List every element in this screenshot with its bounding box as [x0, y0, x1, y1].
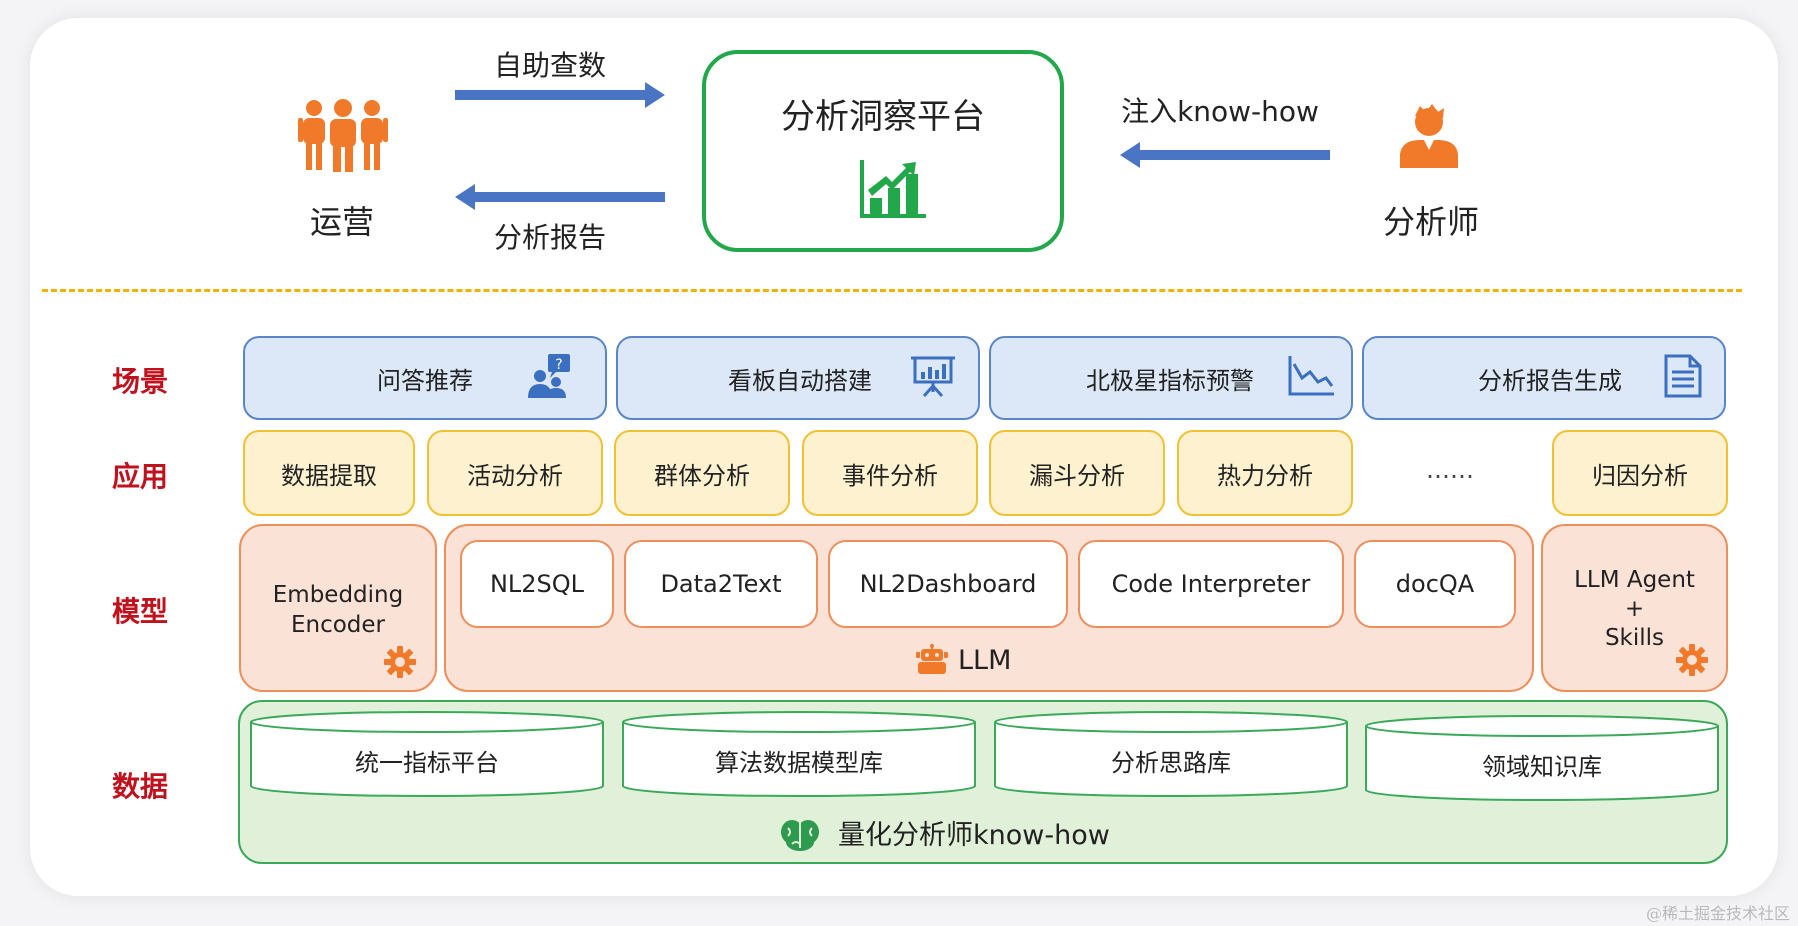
scene-label: 问答推荐 [377, 366, 473, 395]
qa-icon: ? [528, 354, 570, 398]
database-label: 领域知识库 [1482, 752, 1602, 781]
llm-item: Data2Text [624, 540, 818, 628]
row-label-data: 数据 [111, 770, 168, 803]
analyst-icon [1400, 104, 1458, 168]
app-card: 热力分析 [1177, 430, 1353, 516]
document-icon [1664, 354, 1702, 398]
database-cylinder [250, 711, 604, 797]
llm-item: docQA [1354, 540, 1516, 628]
database-label: 统一指标平台 [355, 748, 499, 777]
svg-text:?: ? [555, 357, 562, 373]
database-label: 算法数据模型库 [715, 748, 883, 777]
llm-label: LLM [958, 645, 1012, 676]
app-card: 数据提取 [243, 430, 415, 516]
brain-icon [781, 820, 819, 851]
insight-platform-box [702, 50, 1064, 252]
presentation-board-icon [911, 356, 955, 398]
app-card: 群体分析 [614, 430, 790, 516]
row-label-app: 应用 [111, 460, 168, 493]
declining-chart-icon [1288, 356, 1334, 396]
arrow-left-icon [455, 184, 665, 210]
growth-chart-icon [860, 160, 926, 218]
self-query-label: 自助查数 [493, 49, 606, 82]
section-divider [42, 289, 1742, 292]
app-card: 活动分析 [427, 430, 603, 516]
scene-card [1362, 336, 1726, 420]
llm-item: Code Interpreter [1078, 540, 1344, 628]
inject-label: 注入know-how [1121, 95, 1319, 128]
scene-card [989, 336, 1353, 420]
row-label-model: 模型 [111, 595, 168, 628]
platform-title: 分析洞察平台 [781, 96, 985, 137]
scene-label: 北极星指标预警 [1086, 366, 1254, 395]
scene-label: 分析报告生成 [1478, 366, 1622, 395]
scene-card [243, 336, 607, 420]
report-label: 分析报告 [493, 221, 606, 254]
embedding-line-1: Embedding [272, 582, 404, 608]
agent-line-3: Skills [1604, 625, 1665, 651]
llm-item: NL2Dashboard [828, 540, 1068, 628]
agent-label: LLM Agent + Skills [1541, 566, 1728, 653]
row-label-scene: 场景 [111, 365, 168, 398]
arrow-left-inject-icon [1120, 142, 1330, 168]
robot-icon [916, 644, 948, 674]
app-card: 归因分析 [1552, 430, 1728, 516]
app-card: 漏斗分析 [989, 430, 1165, 516]
agent-line-2: + [1624, 596, 1645, 622]
people-group-icon [298, 99, 388, 172]
database-cylinder [1365, 715, 1719, 801]
database-cylinder [622, 711, 976, 797]
embedding-label: Embedding Encoder [239, 580, 437, 640]
database-label: 分析思路库 [1111, 748, 1231, 777]
gear-icon [384, 646, 416, 678]
arrow-right-icon [455, 82, 665, 108]
left-actor-label: 运营 [309, 203, 374, 241]
app-ellipsis: …… [1426, 456, 1474, 484]
llm-item: NL2SQL [460, 540, 614, 628]
scene-label: 看板自动搭建 [728, 366, 872, 395]
knowhow-label: 量化分析师know-how [838, 820, 1110, 851]
embedding-line-2: Encoder [290, 612, 386, 638]
gear-icon [1676, 644, 1708, 676]
app-card: 事件分析 [802, 430, 978, 516]
watermark: @稀土掘金技术社区 [1645, 904, 1790, 923]
database-cylinder [994, 711, 1348, 797]
scene-card [616, 336, 980, 420]
agent-line-1: LLM Agent [1574, 567, 1695, 593]
right-actor-label: 分析师 [1382, 203, 1479, 241]
